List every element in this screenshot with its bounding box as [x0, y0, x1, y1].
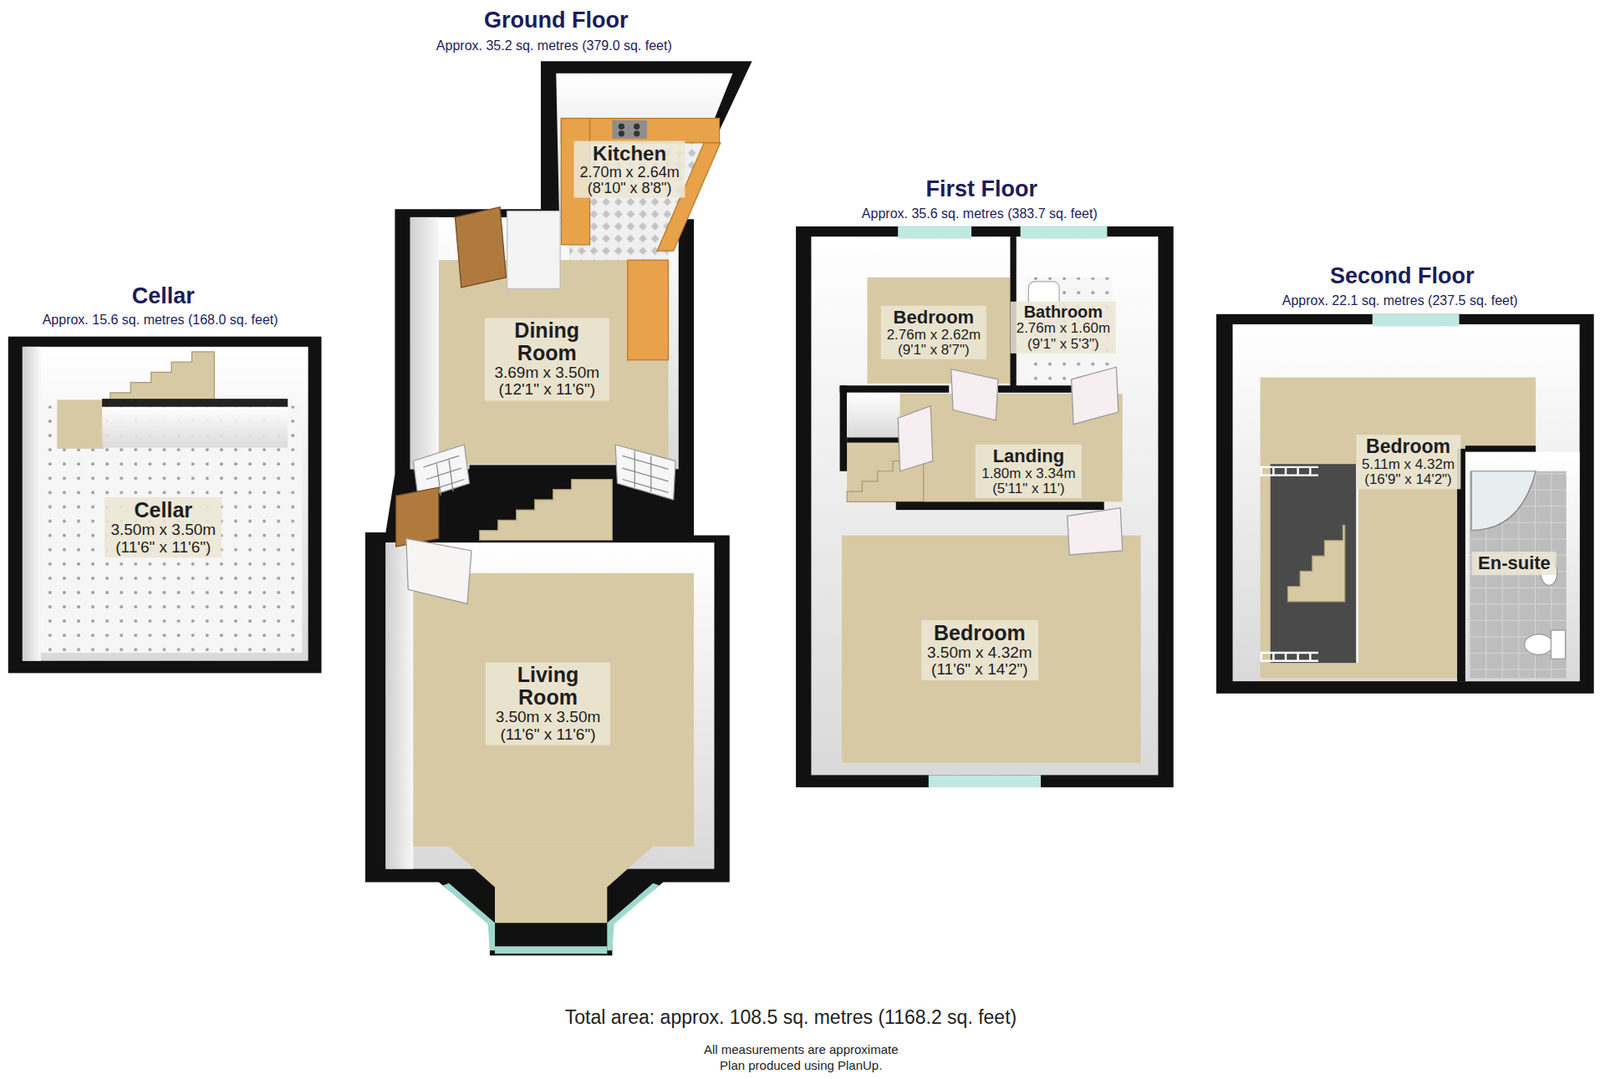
- room-name: Landing: [981, 446, 1076, 467]
- room-name: Bathroom: [1016, 303, 1111, 322]
- room-dimension: (11'6" x 14'2"): [927, 661, 1033, 679]
- room-label: Living Room3.50m x 3.50m(11'6" x 11'6"): [485, 662, 610, 746]
- room-dimension: (8'10" x 8'8"): [580, 180, 680, 197]
- room-dimension: (9'1" x 5'3"): [1016, 336, 1111, 352]
- room-dimension: (9'1" x 8'7"): [886, 342, 981, 358]
- floor-heading: First Floor: [926, 175, 1039, 202]
- room-label: Bedroom5.11m x 4.32m(16'9" x 14'2"): [1355, 434, 1461, 490]
- room-dimension: 3.50m x 3.50m: [110, 521, 216, 540]
- room-label: Landing1.80m x 3.34m(5'11" x 11'): [975, 444, 1081, 499]
- room-dimension: 1.80m x 3.34m: [981, 465, 1076, 481]
- floor-area: Approx. 35.6 sq. metres (383.7 sq. feet): [861, 206, 1098, 222]
- footnote: All measurements are approximate: [703, 1041, 899, 1056]
- room-label: Dining Room3.69m x 3.50m(12'1" x 11'6"): [484, 317, 609, 401]
- room-dimension: (12'1" x 11'6"): [490, 382, 603, 400]
- room-name: Living Room: [491, 664, 604, 710]
- room-label: Cellar3.50m x 3.50m(11'6" x 11'6"): [104, 497, 222, 558]
- floor-area: Approx. 15.6 sq. metres (168.0 sq. feet): [42, 312, 279, 328]
- room-label: En-suite: [1472, 551, 1557, 576]
- room: Bedroom2.76m x 2.62m(9'1" x 8'7"): [846, 236, 1010, 386]
- room-label: Bedroom3.50m x 4.32m(11'6" x 14'2"): [921, 620, 1039, 681]
- second-floor-plan: [1216, 314, 1595, 694]
- floor-plan: Ground FloorApprox. 35.2 sq. metres (379…: [361, 5, 755, 959]
- room-name: Dining Room: [490, 319, 603, 365]
- total-area-caption: Total area: approx. 108.5 sq. metres (11…: [565, 1006, 1017, 1030]
- room-dimension: 2.76m x 2.62m: [886, 326, 981, 342]
- room-name: Bedroom: [927, 621, 1033, 645]
- first-floor-plan: [795, 226, 1174, 788]
- room-dimension: 5.11m x 4.32m: [1361, 457, 1455, 473]
- room-dimension: (5'11" x 11'): [981, 481, 1076, 497]
- room: Bedroom5.11m x 4.32m(16'9" x 14'2"): [1233, 324, 1580, 682]
- floor-heading: Ground Floor: [484, 7, 628, 34]
- room-dimension: 2.70m x 2.64m: [580, 163, 680, 180]
- room: Living Room3.50m x 3.50m(11'6" x 11'6"): [385, 550, 714, 867]
- room: En-suite: [1465, 452, 1580, 683]
- room-dimension: 3.50m x 3.50m: [491, 709, 604, 728]
- room: Landing1.80m x 3.34m(5'11" x 11'): [923, 392, 1123, 504]
- floor-plan: Second FloorApprox. 22.1 sq. metres (237…: [1212, 260, 1597, 698]
- cellar-plan: [8, 336, 322, 674]
- floor-area: Approx. 35.2 sq. metres (379.0 sq. feet): [436, 38, 673, 54]
- room-name: Bedroom: [1361, 436, 1455, 458]
- room-name: Bedroom: [886, 307, 981, 328]
- room: Dining Room3.69m x 3.50m(12'1" x 11'6"): [410, 254, 679, 468]
- room: Kitchen2.70m x 2.64m(8'10" x 8'8"): [559, 101, 715, 220]
- room-label: Bathroom2.76m x 1.60m(9'1" x 5'3"): [1010, 301, 1116, 354]
- floor-heading: Second Floor: [1329, 262, 1475, 289]
- room-label: Kitchen2.70m x 2.64m(8'10" x 8'8"): [574, 140, 686, 199]
- room-label: Bedroom2.76m x 2.62m(9'1" x 8'7"): [881, 305, 987, 360]
- room-dimension: 2.76m x 1.60m: [1016, 321, 1111, 337]
- room-dimension: 3.69m x 3.50m: [490, 364, 603, 383]
- room-name: En-suite: [1477, 553, 1551, 574]
- room-dimension: 3.50m x 4.32m: [927, 644, 1033, 663]
- floor-area: Approx. 22.1 sq. metres (237.5 sq. feet): [1282, 293, 1519, 309]
- floor-plan: First FloorApprox. 35.6 sq. metres (383.…: [794, 175, 1177, 792]
- ground-floor-plan: [365, 61, 753, 956]
- room-name: Kitchen: [580, 142, 680, 164]
- room: Bathroom2.76m x 1.60m(9'1" x 5'3"): [1016, 236, 1159, 386]
- room: Bedroom3.50m x 4.32m(11'6" x 14'2"): [810, 509, 1158, 775]
- room-dimension: (11'6" x 11'6"): [491, 726, 604, 744]
- room-dimension: (16'9" x 14'2"): [1361, 472, 1455, 488]
- floor-heading: Cellar: [132, 282, 195, 309]
- room: Cellar3.50m x 3.50m(11'6" x 11'6"): [40, 407, 306, 658]
- footnote: Plan produced using PlanUp.: [719, 1058, 882, 1073]
- floor-plan: CellarApprox. 15.6 sq. metres (168.0 sq.…: [5, 280, 327, 679]
- room-dimension: (11'6" x 11'6"): [110, 539, 216, 557]
- room-name: Cellar: [110, 499, 216, 522]
